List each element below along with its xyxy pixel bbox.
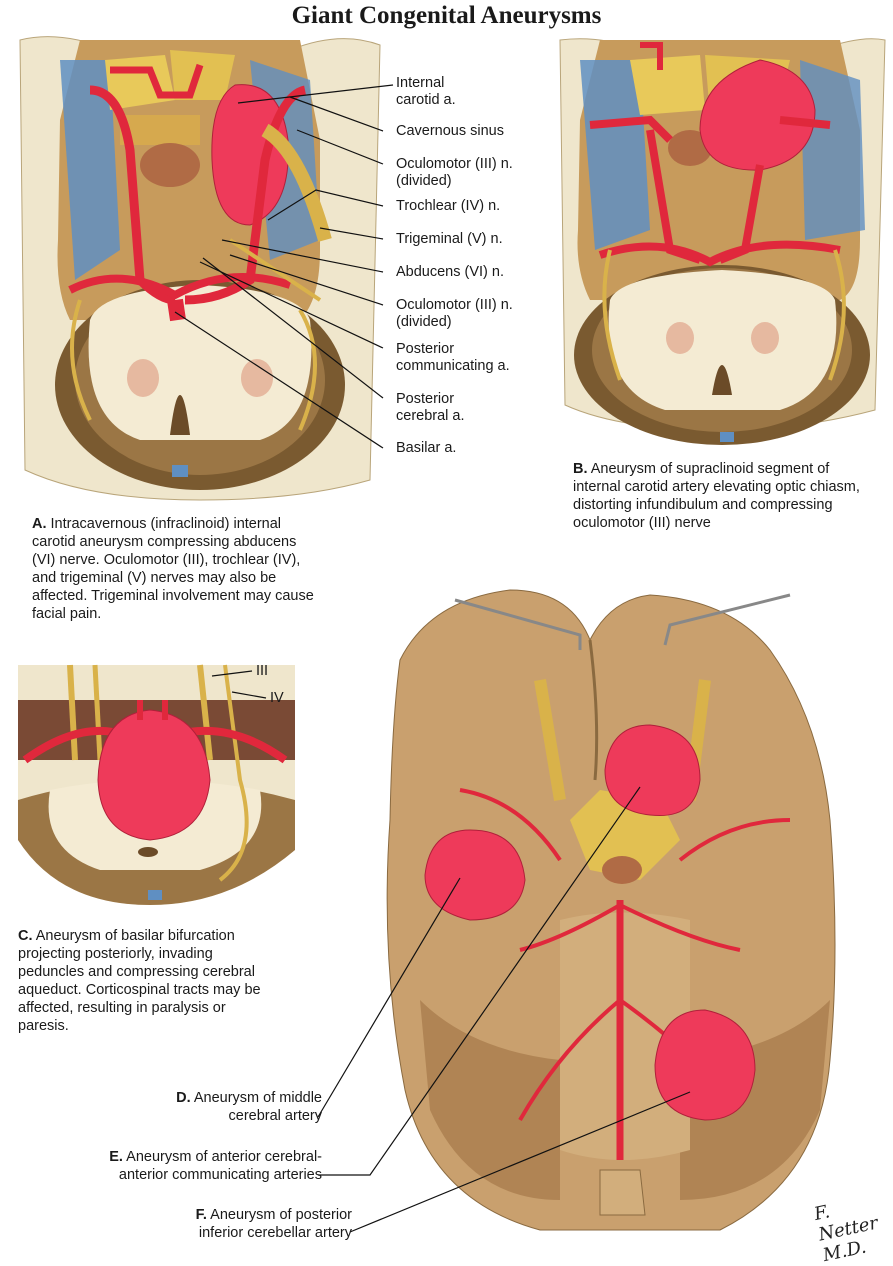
label-c-iv: IV (270, 690, 284, 706)
caption-a: A. Intracavernous (infraclinoid) interna… (32, 515, 322, 623)
caption-f-letter: F. (195, 1207, 207, 1223)
leader-lines (174, 84, 691, 1233)
brain-illustration (386, 589, 836, 1231)
caption-d: D. Aneurysm of middle cerebral artery (162, 1089, 322, 1125)
label-cavernous-sinus: Cavernous sinus (396, 123, 504, 139)
label-internal-carotid: Internal carotid a. (396, 75, 456, 108)
label-trochlear: Trochlear (IV) n. (396, 198, 501, 214)
panel-c-illustration (18, 664, 295, 905)
label-c-iii: III (256, 663, 269, 679)
caption-c: C. Aneurysm of basilar bifurcation proje… (18, 927, 280, 1035)
label-trigeminal: Trigeminal (V) n. (396, 231, 503, 247)
caption-b-letter: B. (573, 461, 588, 477)
caption-a-letter: A. (32, 516, 47, 532)
panel-a-illustration (19, 36, 381, 501)
caption-c-letter: C. (18, 928, 33, 944)
caption-c-text: Aneurysm of basilar bifurcation projecti… (18, 928, 261, 1034)
label-abducens: Abducens (VI) n. (396, 264, 504, 280)
caption-b-text: Aneurysm of supraclinoid segment of inte… (573, 461, 860, 531)
caption-a-text: Intracavernous (infraclinoid) internal c… (32, 516, 314, 622)
caption-e-text: Aneurysm of anterior cerebral-anterior c… (118, 1149, 322, 1183)
caption-f: F. Aneurysm of posterior inferior cerebe… (172, 1206, 352, 1242)
caption-e: E. Aneurysm of anterior cerebral-anterio… (82, 1148, 322, 1184)
caption-e-letter: E. (109, 1149, 123, 1165)
caption-f-text: Aneurysm of posterior inferior cerebella… (198, 1207, 352, 1241)
caption-b: B. Aneurysm of supraclinoid segment of i… (573, 460, 873, 532)
label-posterior-cerebral: Posterior cerebral a. (396, 391, 465, 424)
label-oculomotor-1: Oculomotor (III) n. (divided) (396, 156, 513, 189)
label-oculomotor-2: Oculomotor (III) n. (divided) (396, 297, 513, 330)
page-title: Giant Congenital Aneurysms (291, 2, 602, 29)
caption-d-letter: D. (176, 1090, 191, 1106)
label-posterior-communicating: Posterior communicating a. (396, 341, 510, 374)
label-basilar: Basilar a. (396, 440, 457, 456)
panel-b-illustration (559, 38, 886, 445)
caption-d-text: Aneurysm of middle cerebral artery (190, 1090, 322, 1124)
